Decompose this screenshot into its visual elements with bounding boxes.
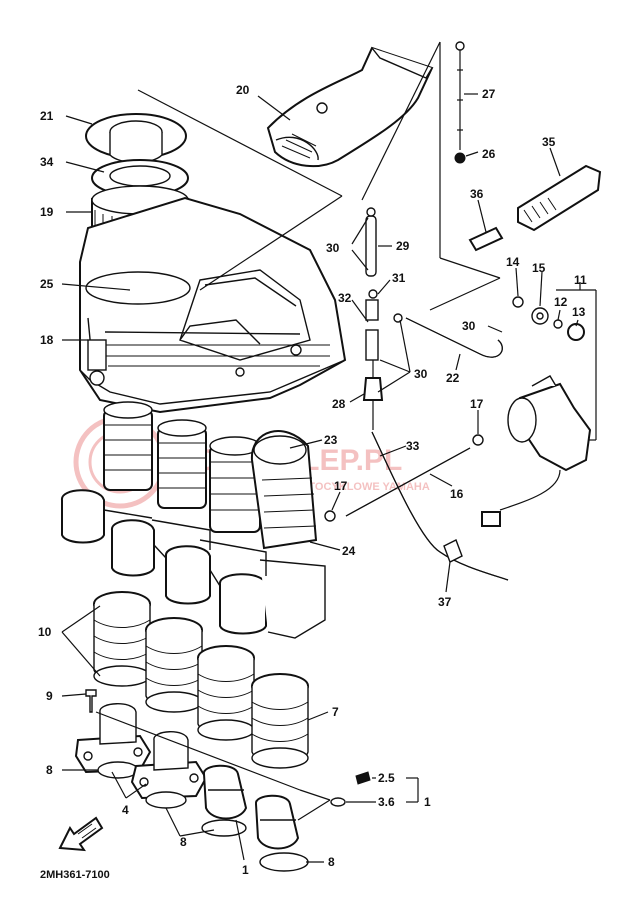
clamp-17-upper bbox=[472, 434, 484, 446]
intake-manifolds bbox=[74, 689, 371, 872]
callout-28: 28 bbox=[332, 397, 346, 411]
callout-1-lower: 1 bbox=[242, 863, 249, 877]
callout-11: 11 bbox=[574, 273, 587, 287]
callout-3-6: 3.6 bbox=[378, 795, 395, 809]
callout-32: 32 bbox=[338, 291, 352, 305]
callout-29: 29 bbox=[396, 239, 410, 253]
callout-33: 33 bbox=[406, 439, 420, 453]
leader-lines bbox=[61, 41, 597, 863]
callout-20: 20 bbox=[236, 83, 250, 97]
clip-3-6 bbox=[330, 797, 346, 807]
callout-8-upper: 8 bbox=[46, 763, 53, 777]
callout-17-lower: 17 bbox=[334, 479, 348, 493]
callout-13: 13 bbox=[572, 305, 586, 319]
callout-12: 12 bbox=[554, 295, 568, 309]
air-intake-duct bbox=[266, 46, 434, 168]
carburetor-bank bbox=[61, 489, 326, 639]
callout-4: 4 bbox=[122, 803, 129, 817]
callout-30-middle: 30 bbox=[462, 319, 476, 333]
lower-joint-2 bbox=[145, 617, 203, 713]
intake-joints bbox=[103, 401, 318, 550]
callout-26: 26 bbox=[482, 147, 496, 161]
joint-2 bbox=[157, 419, 207, 509]
check-valve-assembly bbox=[362, 289, 403, 430]
callout-10: 10 bbox=[38, 625, 52, 639]
vacuum-valve bbox=[481, 375, 592, 527]
diagram-code: 2MH361-7100 bbox=[40, 869, 110, 881]
callout-7: 7 bbox=[332, 705, 339, 719]
callout-19: 19 bbox=[40, 205, 54, 219]
breather-pipe-29 bbox=[365, 207, 377, 277]
hose-33 bbox=[371, 431, 509, 581]
callout-18: 18 bbox=[40, 333, 54, 347]
callout-8-lower: 8 bbox=[328, 855, 335, 869]
cover-35 bbox=[517, 164, 602, 232]
callouts: 27 20 21 26 35 34 36 19 30 29 14 15 11 3… bbox=[38, 83, 587, 877]
callout-22: 22 bbox=[446, 371, 460, 385]
callout-8-middle: 8 bbox=[180, 835, 187, 849]
callout-16: 16 bbox=[450, 487, 464, 501]
clip-37 bbox=[443, 539, 463, 563]
callout-15: 15 bbox=[532, 261, 546, 275]
manifold-2 bbox=[130, 731, 208, 809]
callout-9: 9 bbox=[46, 689, 53, 703]
bolt-9 bbox=[85, 689, 97, 713]
lower-joint-4 bbox=[251, 673, 309, 769]
bolt-2-5 bbox=[355, 771, 371, 785]
callout-27: 27 bbox=[482, 87, 496, 101]
callout-25: 25 bbox=[40, 277, 54, 291]
lower-joints bbox=[93, 591, 309, 769]
lower-joint-3 bbox=[197, 645, 255, 741]
lower-joint-1 bbox=[93, 591, 151, 687]
clamp-17-lower bbox=[324, 510, 336, 522]
callout-24: 24 bbox=[342, 544, 356, 558]
joint-1 bbox=[103, 401, 153, 491]
joint-3 bbox=[209, 436, 261, 533]
callout-30-lower: 30 bbox=[414, 367, 428, 381]
hose-16 bbox=[345, 447, 471, 517]
washers-12-15 bbox=[512, 296, 585, 341]
hose-22 bbox=[405, 317, 503, 358]
callout-35: 35 bbox=[542, 135, 556, 149]
callout-36: 36 bbox=[470, 187, 484, 201]
callout-34: 34 bbox=[40, 155, 54, 169]
washer-26 bbox=[454, 152, 466, 164]
callout-37: 37 bbox=[438, 595, 452, 609]
part-36 bbox=[468, 226, 504, 252]
callout-31: 31 bbox=[392, 271, 406, 285]
manifold-4 bbox=[255, 794, 309, 872]
callout-14: 14 bbox=[506, 255, 520, 269]
callout-2-5: 2.5 bbox=[378, 771, 395, 785]
manifold-3 bbox=[201, 764, 248, 837]
callout-17-upper: 17 bbox=[470, 397, 484, 411]
joint-4 bbox=[250, 430, 318, 550]
rod-27 bbox=[455, 41, 465, 150]
callout-30-upper: 30 bbox=[326, 241, 340, 255]
callout-1-bracket: 1 bbox=[424, 795, 431, 809]
callout-23: 23 bbox=[324, 433, 338, 447]
front-arrow-icon bbox=[58, 816, 104, 852]
air-box bbox=[79, 196, 347, 414]
callout-21: 21 bbox=[40, 109, 54, 123]
